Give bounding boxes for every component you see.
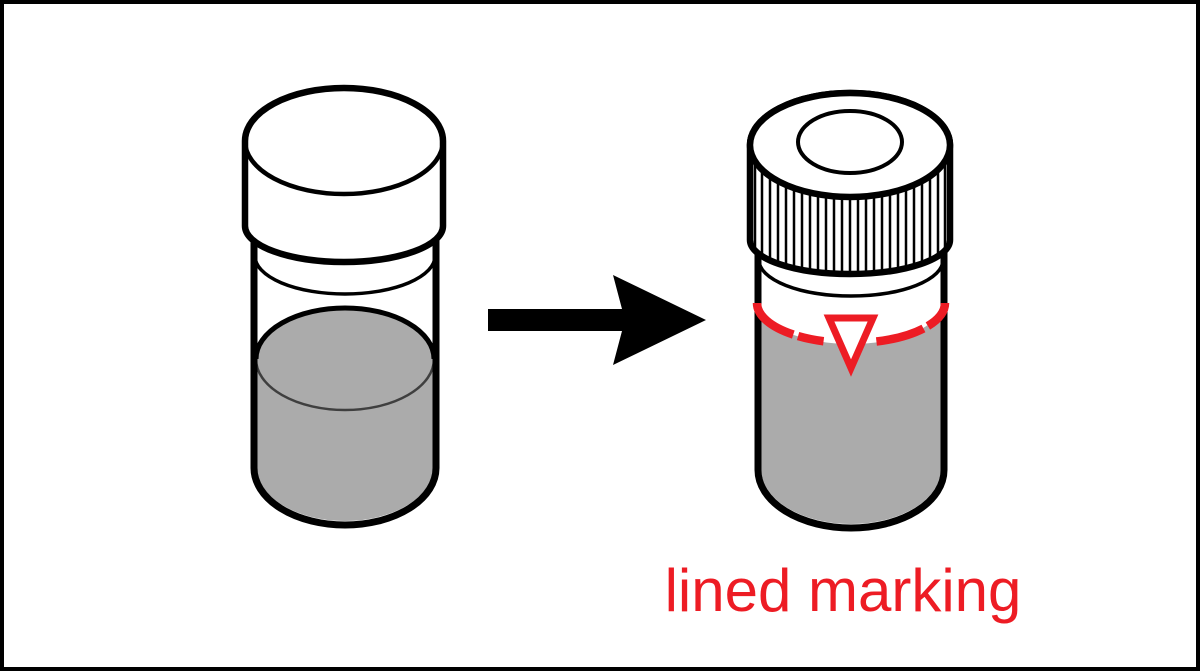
left-cap [241, 84, 447, 266]
left-vial-body [250, 231, 440, 529]
lined-marking-arc [752, 302, 950, 348]
right-neck-ring [757, 259, 945, 298]
left-vial-icon [241, 84, 447, 529]
right-vial-body [754, 248, 948, 532]
arrow-right-icon [488, 275, 706, 365]
left-liquid [256, 308, 434, 521]
left-liquid-back-rim [253, 305, 437, 360]
right-liquid [761, 305, 941, 524]
cap-ribs [753, 161, 947, 274]
right-vial-icon [746, 89, 954, 532]
fill-level-triangle-icon [823, 314, 879, 377]
left-liquid-front-rim [254, 358, 436, 412]
cap-hole-icon [796, 109, 904, 175]
caption-lined-marking: lined marking [664, 557, 1022, 624]
left-neck-ring [253, 255, 437, 296]
left-cap-top [242, 85, 446, 197]
